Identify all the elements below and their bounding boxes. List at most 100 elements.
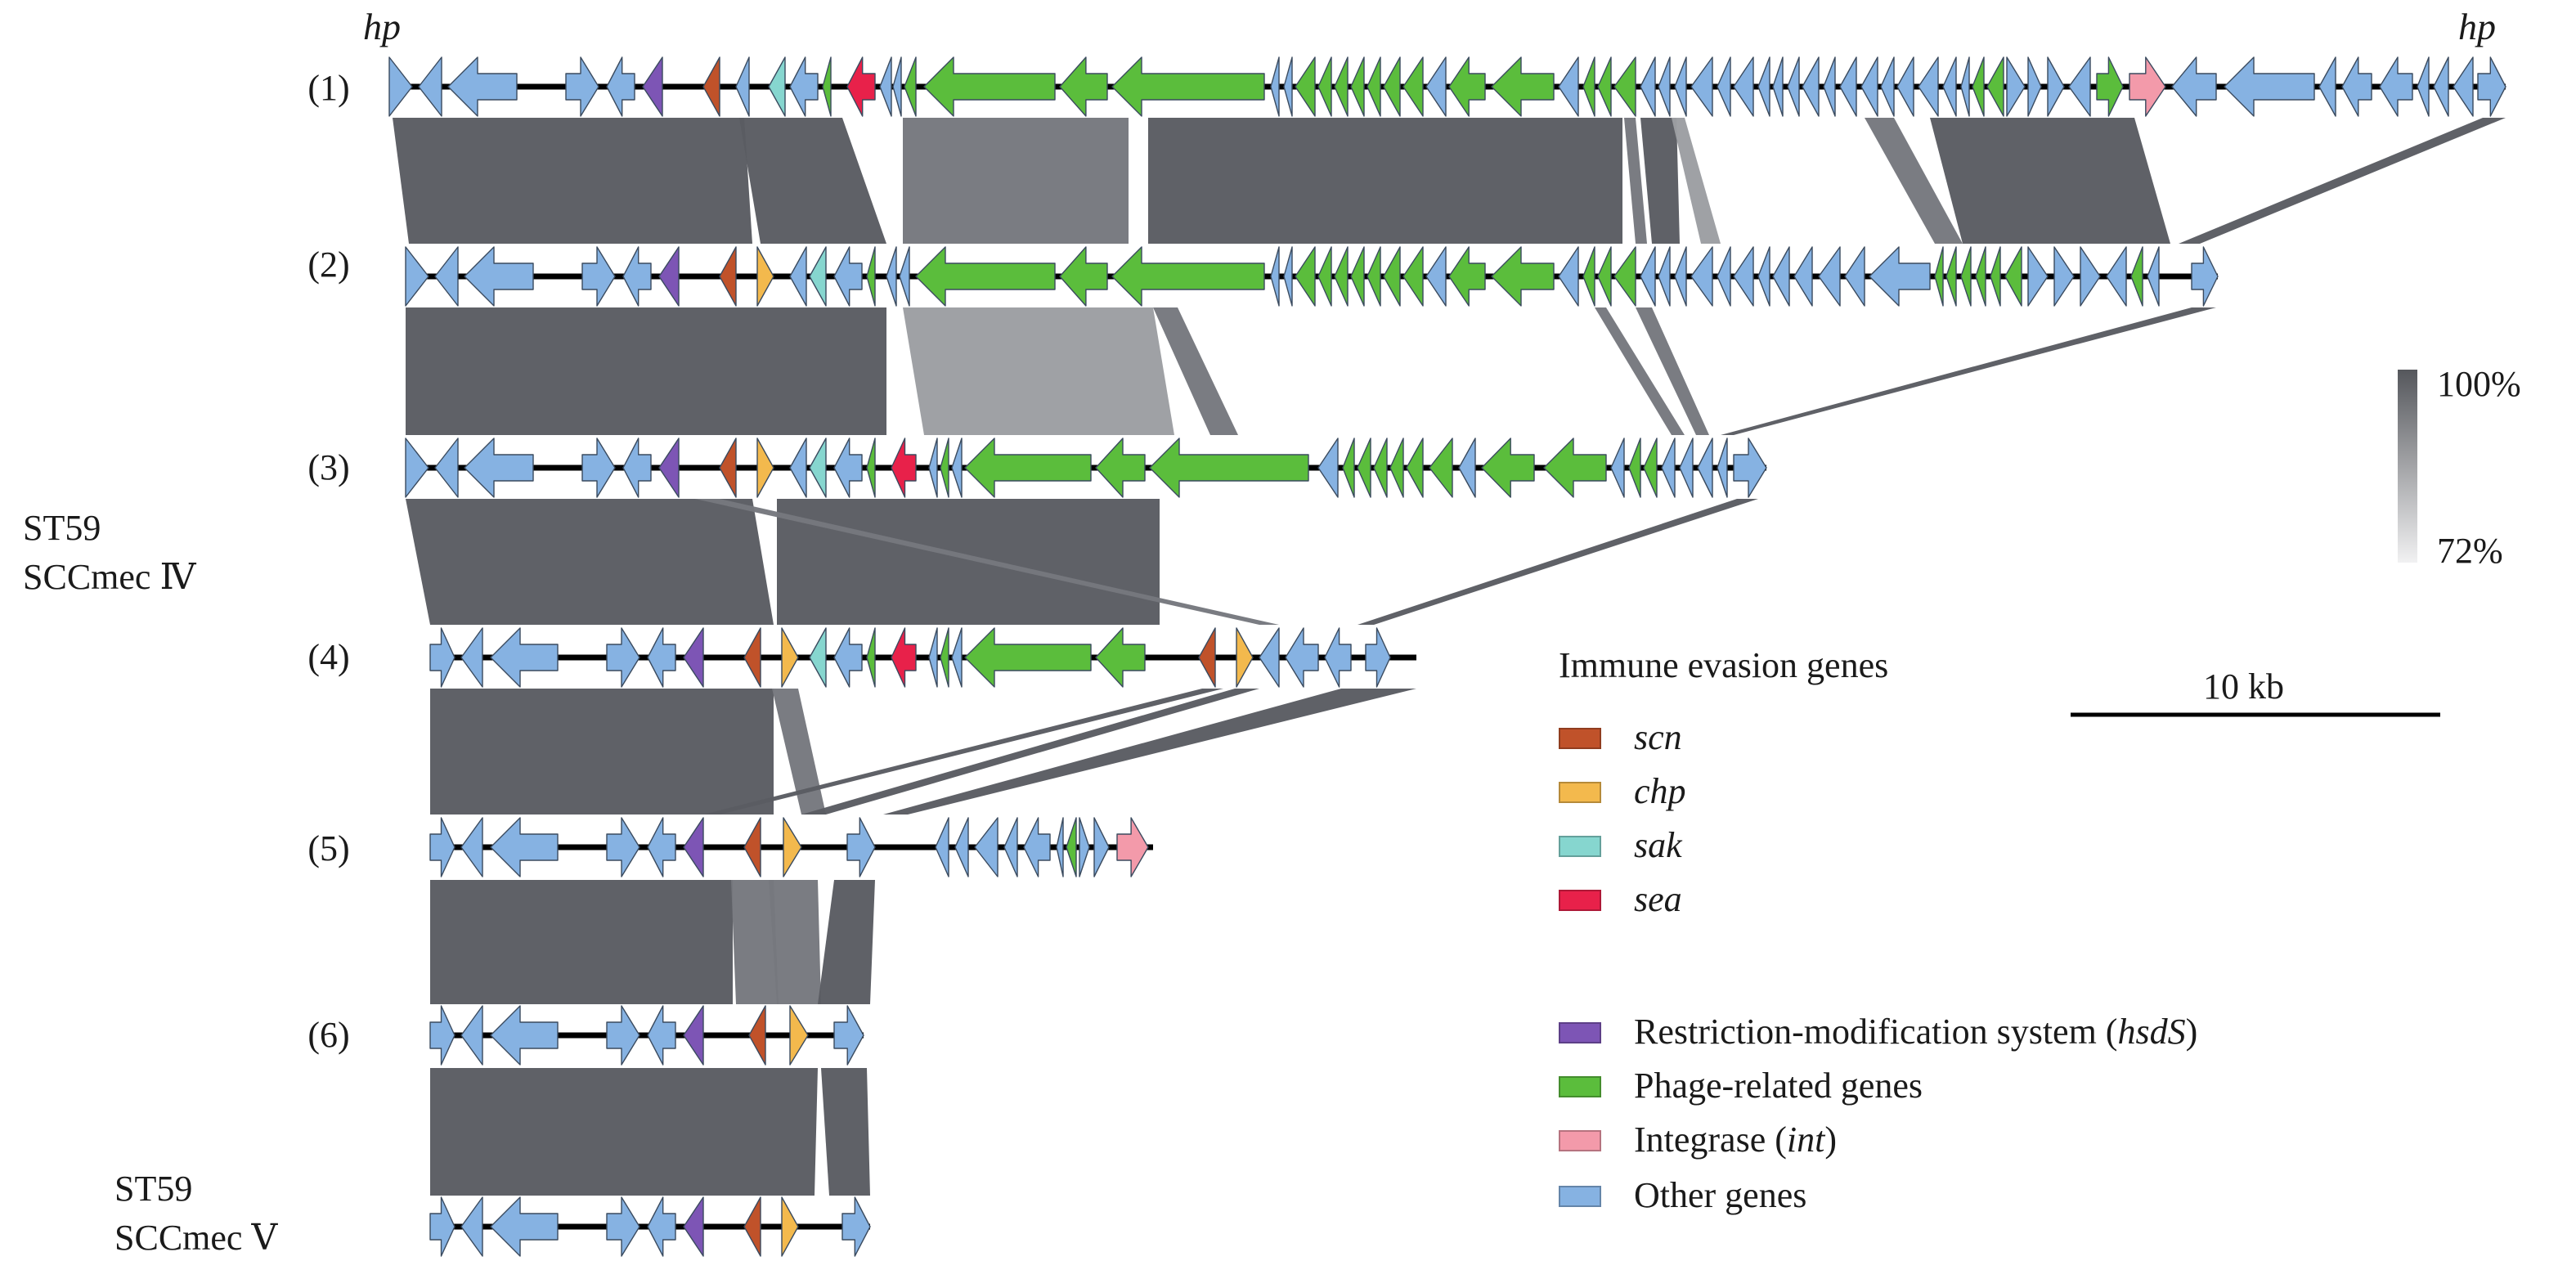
track-label-5: (5) bbox=[307, 828, 350, 868]
gene-arrow bbox=[1793, 246, 1813, 307]
gene-arrow bbox=[1896, 56, 1914, 117]
gene-arrow bbox=[1674, 246, 1687, 307]
track-label-1: (1) bbox=[307, 67, 350, 108]
gene-arrow bbox=[2171, 56, 2217, 117]
gene-arrow bbox=[1149, 438, 1309, 498]
gene-arrow bbox=[1367, 246, 1381, 307]
gene-arrow bbox=[899, 246, 910, 307]
phage-label: Phage-related genes bbox=[1634, 1065, 1923, 1106]
gene-arrow bbox=[1491, 246, 1555, 307]
gene-arrow bbox=[1717, 246, 1731, 307]
gene-arrow bbox=[1458, 438, 1476, 498]
right-end-label: hp bbox=[2458, 7, 2496, 47]
gene-arrow bbox=[2080, 246, 2101, 307]
gene-arrow bbox=[1733, 246, 1754, 307]
gene-arrow bbox=[460, 627, 483, 688]
gene-arrow bbox=[606, 817, 640, 877]
gene-arrow bbox=[789, 438, 807, 498]
gene-arrow bbox=[1367, 56, 1381, 117]
group-v-line2: SCCmec Ⅴ bbox=[114, 1217, 278, 1258]
gene-arrow bbox=[460, 817, 483, 877]
group-iv-line1: ST59 bbox=[23, 507, 101, 548]
gene-arrow bbox=[429, 1196, 456, 1257]
group-v-line1: ST59 bbox=[114, 1168, 193, 1209]
gene-arrow bbox=[490, 1005, 559, 1066]
gene-arrow bbox=[702, 56, 720, 117]
gene-arrow bbox=[1658, 56, 1671, 117]
gene-arrow bbox=[565, 56, 599, 117]
gene-arrow bbox=[2004, 246, 2022, 307]
gene-arrow bbox=[756, 438, 774, 498]
gene-arrow bbox=[1389, 438, 1404, 498]
gene-arrow bbox=[1357, 438, 1371, 498]
comparison-link bbox=[769, 880, 821, 1004]
identity-gradient-bar bbox=[2398, 370, 2417, 563]
comparison-link bbox=[1672, 118, 1721, 244]
gene-arrow bbox=[822, 56, 832, 117]
gene-arrow bbox=[1425, 56, 1447, 117]
gene-arrow bbox=[964, 627, 1092, 688]
gene-arrow bbox=[1860, 56, 1878, 117]
gene-arrow bbox=[1270, 246, 1280, 307]
gene-arrow bbox=[866, 438, 876, 498]
gene-arrow bbox=[748, 1005, 766, 1066]
gene-arrow bbox=[1406, 438, 1424, 498]
gene-arrow bbox=[1597, 246, 1612, 307]
chp-swatch bbox=[1559, 782, 1601, 803]
gene-arrow bbox=[1844, 246, 1865, 307]
gene-arrow bbox=[1365, 627, 1391, 688]
gene-arrow bbox=[2147, 246, 2160, 307]
gene-arrow bbox=[2379, 56, 2413, 117]
gene-arrow bbox=[2096, 56, 2124, 117]
gene-arrow bbox=[1425, 246, 1447, 307]
gene-arrow bbox=[647, 1005, 676, 1066]
gene-arrow bbox=[891, 438, 917, 498]
gene-arrow bbox=[1334, 56, 1349, 117]
gene-arrow bbox=[647, 817, 676, 877]
gene-arrow bbox=[1661, 438, 1676, 498]
comparison-link bbox=[1358, 499, 1758, 625]
gene-arrow bbox=[1942, 56, 1957, 117]
gene-arrow bbox=[683, 627, 704, 688]
gene-arrow bbox=[581, 438, 616, 498]
comparison-link bbox=[818, 880, 875, 1004]
gene-arrow bbox=[1972, 56, 1985, 117]
gene-arrow bbox=[2106, 246, 2127, 307]
gene-arrow bbox=[1402, 246, 1424, 307]
gene-arrow bbox=[2453, 56, 2474, 117]
gene-arrow bbox=[1558, 246, 1579, 307]
gene-arrow bbox=[1880, 56, 1895, 117]
gene-arrow bbox=[1717, 56, 1731, 117]
gene-arrow bbox=[781, 1196, 799, 1257]
gene-arrow bbox=[1869, 246, 1931, 307]
gene-arrow bbox=[1839, 56, 1857, 117]
gene-arrow bbox=[719, 246, 737, 307]
comparison-link bbox=[903, 307, 1174, 435]
gene-arrow bbox=[1350, 246, 1365, 307]
identity-max-label: 100% bbox=[2437, 363, 2521, 404]
comparison-link bbox=[430, 1068, 818, 1196]
comparison-link bbox=[1595, 307, 1685, 435]
gene-arrow bbox=[719, 438, 737, 498]
gene-arrow bbox=[1448, 56, 1486, 117]
gene-arrow bbox=[1481, 438, 1535, 498]
gene-arrow bbox=[405, 246, 429, 307]
gene-arrow bbox=[405, 438, 429, 498]
gene-arrow bbox=[658, 246, 680, 307]
gene-arrow bbox=[490, 1196, 559, 1257]
scale-bar-label: 10 kb bbox=[2203, 666, 2284, 707]
gene-arrow bbox=[429, 1005, 456, 1066]
comparison-link bbox=[1148, 118, 1622, 244]
gene-arrow bbox=[1429, 438, 1453, 498]
comparison-link bbox=[406, 307, 886, 435]
gene-arrow bbox=[1342, 438, 1355, 498]
gene-arrow bbox=[892, 56, 902, 117]
gene-arrow bbox=[429, 627, 456, 688]
gene-arrow bbox=[1059, 56, 1108, 117]
gene-arrow bbox=[809, 438, 827, 498]
gene-arrow bbox=[464, 438, 534, 498]
comparison-link bbox=[1636, 307, 1709, 435]
comparison-link bbox=[393, 118, 752, 244]
